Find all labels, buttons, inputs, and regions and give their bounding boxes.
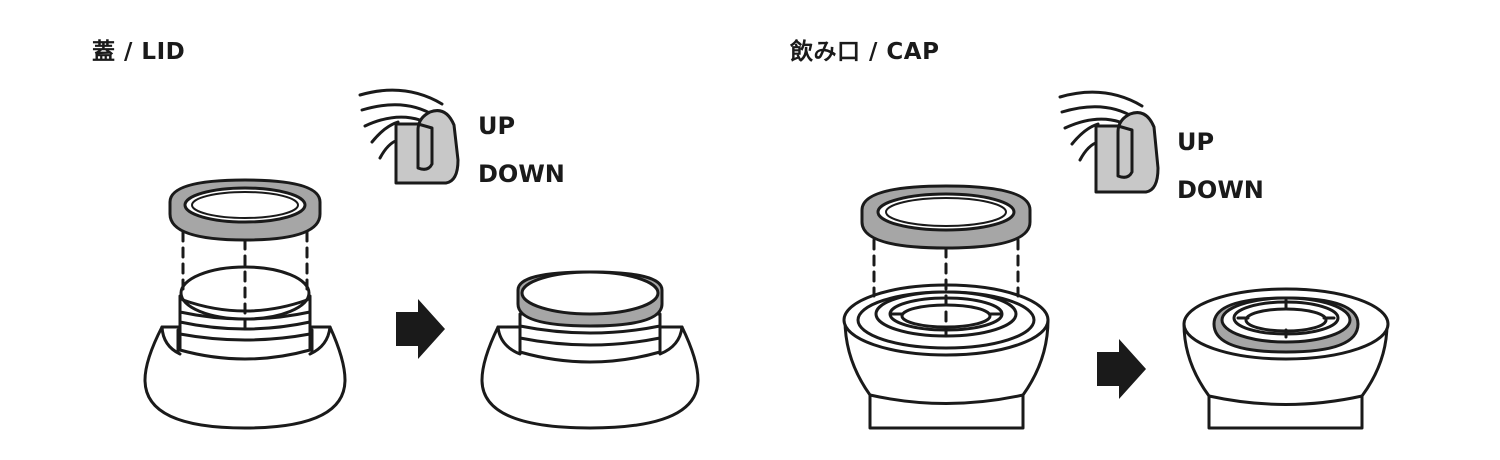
cap-alignment-guides (872, 238, 1020, 332)
lid-seal-profile-detail (358, 88, 460, 185)
cap-down-label: DOWN (1177, 176, 1264, 204)
cap-before-assembly (842, 184, 1050, 430)
cap-seal-profile-detail (1058, 90, 1160, 194)
cap-seal-cross-section (1094, 111, 1160, 194)
cap-section-title: 飲み口 / CAP (790, 39, 940, 65)
lid-gasket-ring (168, 178, 322, 242)
cap-after-inner-notches (1236, 298, 1336, 339)
lid-after-assembly (480, 270, 700, 430)
lid-seal-cross-section (394, 109, 460, 185)
lid-up-label: UP (478, 112, 516, 140)
lid-down-label: DOWN (478, 160, 565, 188)
cap-step-arrow (1097, 339, 1146, 399)
cap-up-label: UP (1177, 128, 1215, 156)
lid-section-title: 蓋 / LID (92, 39, 186, 65)
cap-gasket-ring (860, 184, 1032, 250)
lid-alignment-guides (181, 230, 309, 332)
cap-after-assembly (1182, 287, 1390, 430)
lid-before-assembly (143, 178, 347, 430)
lid-step-arrow (396, 299, 445, 359)
